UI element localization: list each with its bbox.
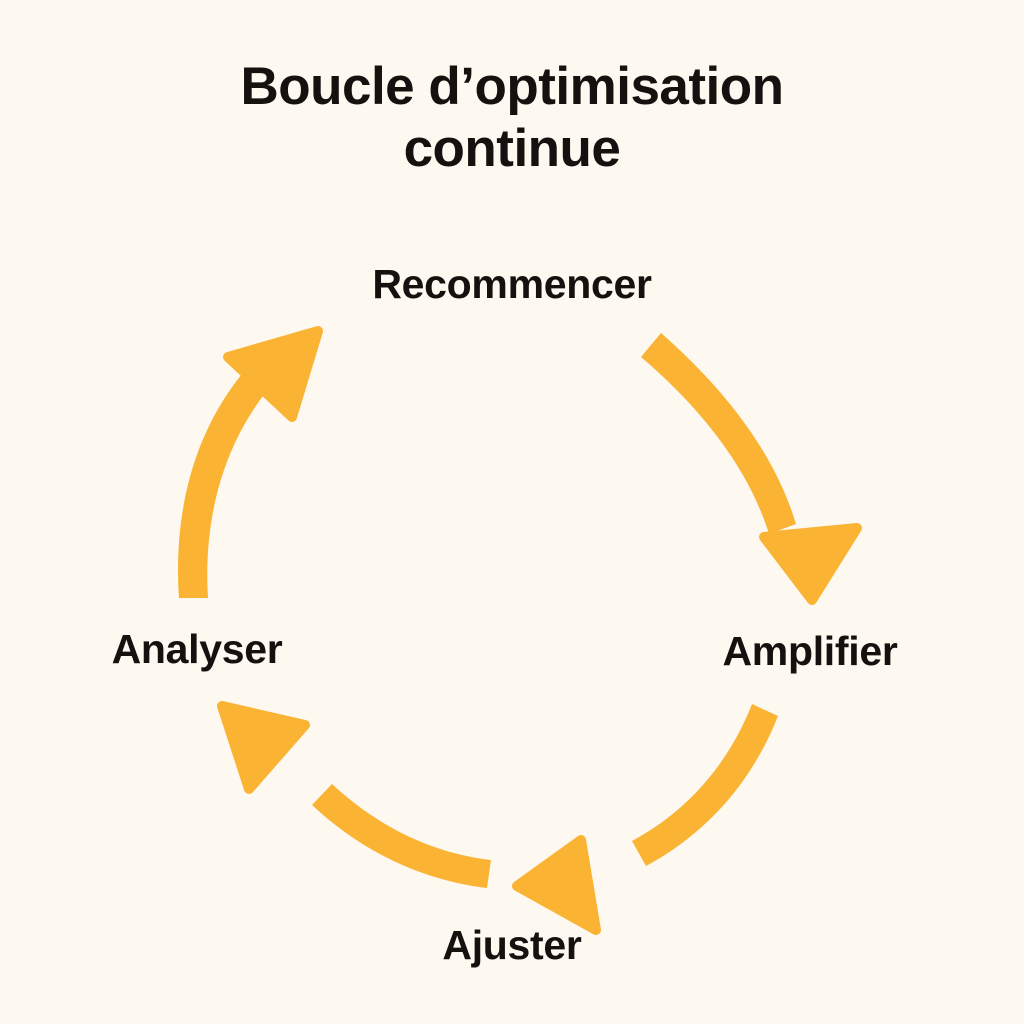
- cycle-step-analyser: Analyser: [52, 626, 342, 673]
- cycle-step-recommencer-label: Recommencer: [372, 261, 652, 307]
- arrow-ajuster-to-analyser: [217, 701, 491, 888]
- cycle-step-amplifier: Amplifier: [660, 628, 960, 675]
- arrow-amplifier-to-ajuster: [512, 704, 778, 935]
- cycle-step-recommencer: Recommencer: [0, 261, 1024, 308]
- cycle-step-ajuster: Ajuster: [0, 922, 1024, 969]
- page-title-line-1: Boucle d’optimisation: [240, 57, 784, 116]
- cycle-step-amplifier-label: Amplifier: [722, 628, 898, 674]
- cycle-step-ajuster-label: Ajuster: [442, 922, 582, 968]
- page-title-line-2: continue: [403, 119, 621, 178]
- cycle-step-analyser-label: Analyser: [111, 626, 283, 672]
- arrow-analyser-to-recommencer: [178, 326, 323, 598]
- page-title: Boucle d’optimisation continue: [0, 56, 1024, 180]
- arrow-recommencer-to-amplifier: [641, 333, 862, 605]
